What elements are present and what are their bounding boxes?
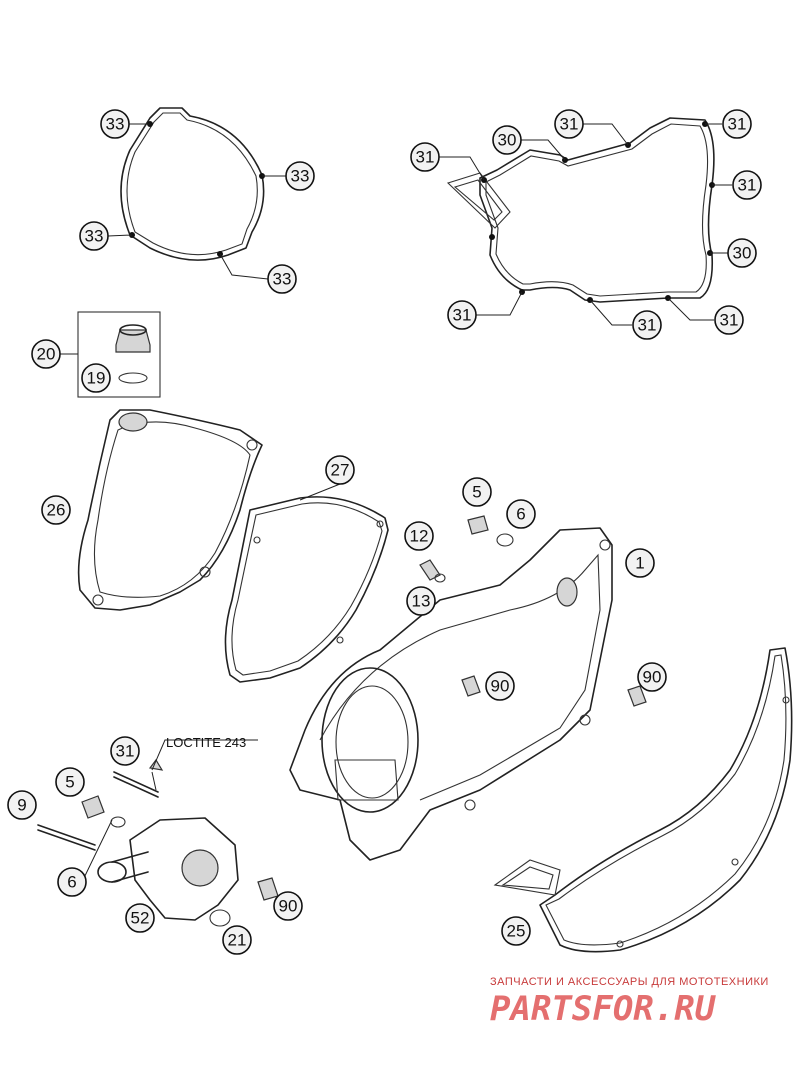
leader-lines <box>60 123 732 883</box>
callout-label: 27 <box>331 461 350 480</box>
watermark-brand: PARTSFOR.RU <box>490 989 717 1029</box>
callout-label: 31 <box>638 316 657 335</box>
callout-33-c: 33 <box>79 221 109 251</box>
callout-label: 20 <box>37 345 56 364</box>
callout-13: 13 <box>406 586 436 616</box>
callout-label: 31 <box>416 148 435 167</box>
callout-label: 19 <box>87 369 106 388</box>
callout-label: 33 <box>85 227 104 246</box>
callout-label: 9 <box>17 796 26 815</box>
callout-31-g: 31 <box>714 305 744 335</box>
water-pump-52 <box>37 758 239 927</box>
callout-label: 31 <box>116 742 135 761</box>
watermark: ЗАПЧАСТИ И АКСЕССУАРЫ ДЛЯ МОТОТЕХНИКИ PA… <box>490 976 769 1029</box>
callout-31-h: 31 <box>110 736 140 766</box>
callout-label: 31 <box>560 115 579 134</box>
callout-label: 25 <box>507 922 526 941</box>
callout-label: 5 <box>65 773 74 792</box>
callout-19: 19 <box>81 363 111 393</box>
callout-31-c: 31 <box>722 109 752 139</box>
callout-90-b: 90 <box>637 662 667 692</box>
callout-52: 52 <box>125 903 155 933</box>
callout-12: 12 <box>404 521 434 551</box>
callout-label: 30 <box>733 244 752 263</box>
callout-label: 12 <box>410 527 429 546</box>
callout-5-b: 5 <box>55 767 85 797</box>
callout-27: 27 <box>325 455 355 485</box>
callout-33-a: 33 <box>100 109 130 139</box>
callout-31-b: 31 <box>554 109 584 139</box>
callout-30-a: 30 <box>492 125 522 155</box>
loctite-note: LOCTITE 243 <box>166 735 246 750</box>
callout-6-a: 6 <box>506 499 536 529</box>
callout-label: 90 <box>279 897 298 916</box>
callout-label: 33 <box>106 115 125 134</box>
gasket-33 <box>120 107 265 261</box>
callout-label: 6 <box>516 505 525 524</box>
callout-31-f: 31 <box>632 310 662 340</box>
callout-31-e: 31 <box>447 300 477 330</box>
callout-25: 25 <box>501 916 531 946</box>
callout-label: 30 <box>498 131 517 150</box>
callout-label: 33 <box>273 270 292 289</box>
callout-label: 52 <box>131 909 150 928</box>
ignition-cover-1 <box>289 527 613 861</box>
callout-label: 6 <box>67 873 76 892</box>
callout-label: 1 <box>635 554 644 573</box>
callout-30-b: 30 <box>727 238 757 268</box>
callout-label: 13 <box>412 592 431 611</box>
callout-label: 90 <box>643 668 662 687</box>
bushings-90 <box>257 675 647 901</box>
callout-label: 5 <box>472 483 481 502</box>
callout-label: 31 <box>720 311 739 330</box>
callout-6-b: 6 <box>57 867 87 897</box>
callout-5-a: 5 <box>462 477 492 507</box>
gasket-25 <box>493 647 793 953</box>
clutch-cover-26 <box>77 409 263 611</box>
callout-33-b: 33 <box>285 161 315 191</box>
callout-label: 21 <box>228 931 247 950</box>
small-parts-center <box>419 515 514 583</box>
callout-31-d: 31 <box>732 170 762 200</box>
callout-label: 90 <box>491 677 510 696</box>
callout-9: 9 <box>7 790 37 820</box>
callout-label: 31 <box>453 306 472 325</box>
gasket-27 <box>224 496 389 683</box>
watermark-subtitle: ЗАПЧАСТИ И АКСЕССУАРЫ ДЛЯ МОТОТЕХНИКИ <box>490 976 769 988</box>
callout-1: 1 <box>625 548 655 578</box>
callout-90-c: 90 <box>273 891 303 921</box>
callout-label: 26 <box>47 501 66 520</box>
callout-31-a: 31 <box>410 142 440 172</box>
callout-26: 26 <box>41 495 71 525</box>
callout-21: 21 <box>222 925 252 955</box>
callout-label: 33 <box>291 167 310 186</box>
callout-20: 20 <box>31 339 61 369</box>
callout-90-a: 90 <box>485 671 515 701</box>
gasket-30-31 <box>446 117 715 303</box>
callout-label: 31 <box>728 115 747 134</box>
callout-label: 31 <box>738 176 757 195</box>
callout-33-d: 33 <box>267 264 297 294</box>
